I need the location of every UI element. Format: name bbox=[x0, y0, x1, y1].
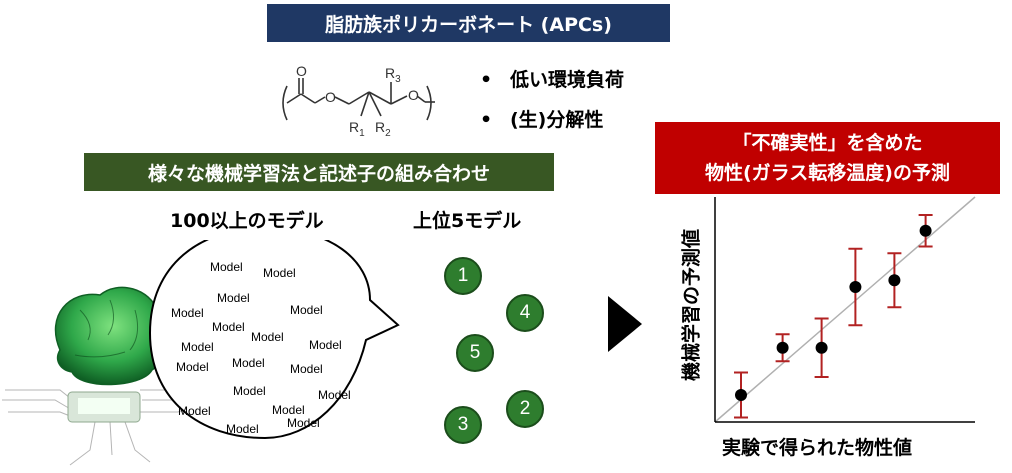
apc-title-text: 脂肪族ポリカーボネート (APCs) bbox=[325, 13, 612, 36]
top-model-2: 2 bbox=[506, 390, 544, 428]
benefit-item: •(生)分解性 bbox=[480, 109, 604, 131]
model-word: Model bbox=[287, 416, 320, 430]
carbonyl-oxygen: O bbox=[296, 63, 307, 79]
play-arrow-icon bbox=[608, 296, 642, 352]
model-word: Model bbox=[233, 384, 266, 398]
left-bracket bbox=[282, 85, 288, 121]
data-point bbox=[849, 281, 862, 293]
data-point bbox=[735, 389, 747, 401]
model-word: Model bbox=[226, 422, 259, 436]
ether-oxygen: O bbox=[408, 87, 419, 103]
top-model-3: 3 bbox=[444, 406, 482, 444]
data-point bbox=[815, 341, 828, 354]
many-models-label: 100以上のモデル bbox=[170, 210, 324, 232]
r1-group: R1 bbox=[349, 119, 365, 139]
model-word: Model bbox=[309, 338, 342, 352]
benefit-list: •低い環境負荷 •(生)分解性 bbox=[480, 66, 624, 146]
apc-title-banner: 脂肪族ポリカーボネート (APCs) bbox=[267, 4, 670, 42]
model-word: Model bbox=[210, 260, 243, 274]
model-word: Model bbox=[290, 303, 323, 317]
r3-group: R3 bbox=[385, 65, 401, 85]
top-model-1: 1 bbox=[444, 257, 482, 295]
polycarbonate-structure: O O O R3 R1 R2 bbox=[282, 63, 435, 139]
model-word: Model bbox=[212, 320, 245, 334]
model-word: Model bbox=[272, 403, 305, 417]
brain-illustration bbox=[2, 240, 400, 466]
speech-bubble bbox=[148, 240, 400, 440]
model-word: Model bbox=[290, 362, 323, 376]
data-point bbox=[888, 274, 901, 287]
model-word: Model bbox=[217, 291, 250, 305]
ester-oxygen: O bbox=[325, 89, 336, 105]
model-word: Model bbox=[171, 306, 204, 320]
y-axis-label: 機械学習の予測値 bbox=[680, 228, 703, 382]
model-word: Model bbox=[318, 388, 351, 402]
top-model-4: 4 bbox=[506, 294, 544, 332]
x-axis-label: 実験で得られた物性値 bbox=[722, 437, 913, 459]
data-point bbox=[776, 341, 789, 354]
model-word: Model bbox=[181, 340, 214, 354]
prediction-title-line2: 物性(ガラス転移温度)の予測 bbox=[705, 162, 950, 184]
benefit-item: •低い環境負荷 bbox=[480, 69, 625, 91]
model-word: Model bbox=[232, 356, 265, 370]
r2-group: R2 bbox=[375, 119, 391, 139]
ml-title-text: 様々な機械学習法と記述子の組み合わせ bbox=[147, 162, 490, 185]
prediction-title-banner: 「不確実性」を含めた 物性(ガラス転移温度)の予測 bbox=[655, 122, 1000, 194]
data-point bbox=[919, 224, 932, 237]
model-word: Model bbox=[176, 360, 209, 374]
top-model-5: 5 bbox=[456, 334, 494, 372]
model-word: Model bbox=[178, 404, 211, 418]
prediction-scatter-chart bbox=[714, 196, 976, 423]
right-bracket bbox=[426, 85, 432, 121]
prediction-title-line1: 「不確実性」を含めた bbox=[732, 132, 923, 154]
model-word: Model bbox=[263, 266, 296, 280]
model-word: Model bbox=[251, 330, 284, 344]
diagonal-line bbox=[714, 196, 976, 423]
ml-title-banner: 様々な機械学習法と記述子の組み合わせ bbox=[84, 153, 554, 191]
top-models-label: 上位5モデル bbox=[413, 210, 522, 232]
